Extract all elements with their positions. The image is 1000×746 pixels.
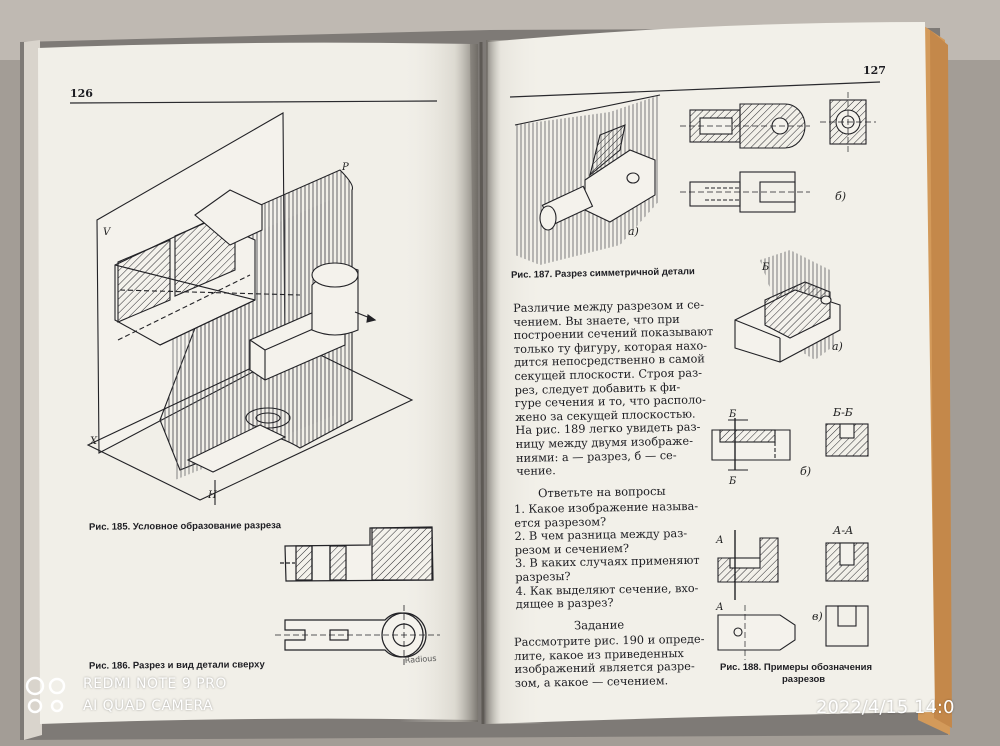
figure-185-drawing xyxy=(86,112,414,505)
questions-list: 1. Какое изображение называ- ется разрез… xyxy=(514,500,700,612)
caption-188-line2: разрезов xyxy=(782,674,826,685)
watermark-model: REDMI NOTE 9 PRO xyxy=(83,676,227,692)
label-188-b: б) xyxy=(800,465,811,478)
label-187-b: б) xyxy=(835,190,846,203)
watermark-timestamp: 2022/4/15 14:0 xyxy=(816,697,955,718)
caption-188-line1: Рис. 188. Примеры обозначения xyxy=(720,662,872,673)
left-page-number: 126 xyxy=(70,87,93,100)
figure-188b-drawing xyxy=(711,418,869,471)
label-plane-p: P xyxy=(341,162,349,173)
label-plane-v: V xyxy=(103,227,112,238)
figure-187-views xyxy=(680,92,876,213)
mark-a-bottom: А xyxy=(715,602,724,613)
mark-aa: А-А xyxy=(832,524,853,537)
paragraph-block: Различие между разрезом и се- чением. Вы… xyxy=(513,298,716,479)
label-188-a: а) xyxy=(832,340,843,353)
task-block: Рассмотрите рис. 190 и опреде- лите, как… xyxy=(514,633,705,691)
stamp-text: Radious xyxy=(405,654,437,665)
right-page-number: 127 xyxy=(863,64,886,77)
label-axis-x: X xyxy=(89,436,98,447)
label-188-v: в) xyxy=(812,610,823,623)
caption-185: Рис. 185. Условное образование разреза xyxy=(88,520,282,533)
mark-b-top: Б xyxy=(728,409,737,420)
figure-186-drawing xyxy=(275,526,440,665)
label-188-b-mark: Б xyxy=(761,262,770,273)
camera-logo-icon xyxy=(22,676,78,716)
figure-188v-drawing xyxy=(717,530,869,660)
task-heading: Задание xyxy=(573,617,625,633)
figure-187a-drawing xyxy=(514,94,661,265)
label-187-a: а) xyxy=(628,225,639,238)
mark-a-top: А xyxy=(715,535,724,546)
figure-188a-drawing xyxy=(734,250,841,363)
questions-heading: Ответьте на вопросы xyxy=(537,483,666,501)
label-plane-h: H xyxy=(207,490,217,501)
mark-b-bottom: Б xyxy=(728,476,737,487)
mark-bb: Б-Б xyxy=(832,406,853,419)
watermark-camera: AI QUAD CAMERA xyxy=(83,698,214,714)
caption-186: Рис. 186. Разрез и вид детали сверху xyxy=(88,659,265,672)
